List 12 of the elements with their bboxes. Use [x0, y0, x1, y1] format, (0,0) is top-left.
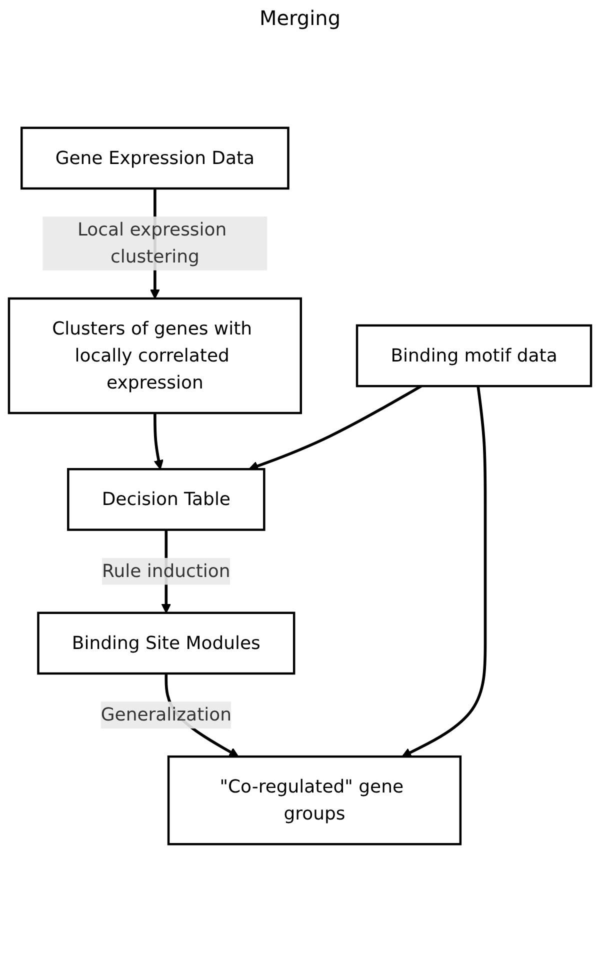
node-box: Gene Expression Data: [20, 126, 290, 190]
node-box: Decision Table: [67, 468, 266, 531]
arrow: [402, 386, 487, 758]
edge-label: Generalization: [100, 704, 232, 726]
node-box: "Co-regulated" gene groups: [167, 755, 462, 846]
node-box: Binding motif data: [356, 324, 592, 388]
edge-label: Local expression clustering: [77, 218, 227, 268]
node-box: Binding Site Modules: [37, 612, 296, 675]
arrow: [154, 413, 164, 470]
node-box: Clusters of genes with locally correlated expression: [8, 297, 302, 414]
edge-label: Rule induction: [102, 560, 230, 582]
step-label: Merging: [259, 6, 341, 30]
